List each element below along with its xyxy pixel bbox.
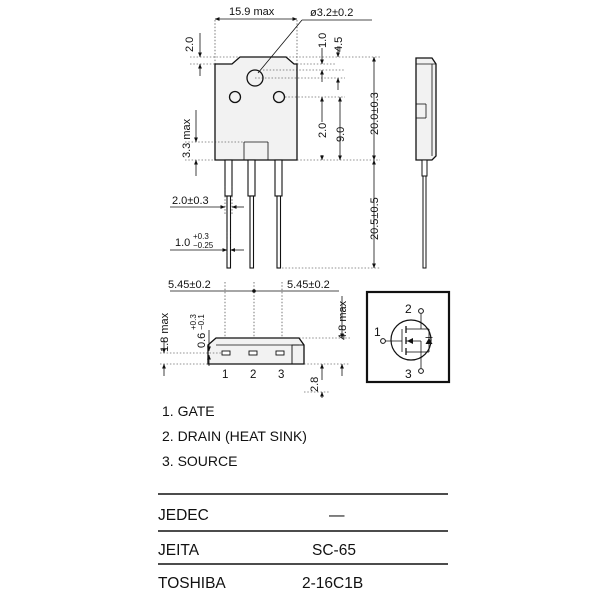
- dim-flange: 1.8 max: [159, 312, 171, 352]
- front-view: 15.9 max ø3.2±0.2 2.0 1.0 4.5 20.0±0.3: [170, 6, 381, 269]
- dim-body-width: 15.9 max: [229, 6, 275, 18]
- table-row-standard: TOSHIBA: [158, 575, 226, 592]
- dim-hole-offset-2: 4.5: [333, 37, 345, 52]
- dim-bottom-offset: 2.8: [309, 377, 321, 392]
- table-row-code: ―: [329, 507, 345, 524]
- dim-lead-thick: 0.6: [196, 333, 208, 348]
- table-row-standard: JEDEC: [158, 507, 209, 524]
- dim-left-step: 3.3 max: [181, 118, 193, 158]
- pin-number-3: 3: [278, 369, 284, 381]
- package-table: JEDEC ― JEITA SC-65 TOSHIBA 2-16C1B: [158, 493, 448, 592]
- pin-list-item-drain: 2. DRAIN (HEAT SINK): [162, 428, 307, 444]
- table-row-code: 2-16C1B: [302, 575, 363, 592]
- leads: [224, 159, 283, 269]
- package-body: [214, 56, 298, 161]
- dim-pitch-right: 5.45±0.2: [287, 279, 330, 291]
- dim-lead-shoulder: 2.0±0.3: [172, 195, 209, 207]
- dim-top-tab: 2.0: [184, 37, 196, 52]
- dim-lower-hole-2: 9.0: [335, 127, 347, 142]
- pin-list: 1. GATE 2. DRAIN (HEAT SINK) 3. SOURCE: [162, 403, 307, 469]
- pin-list-item-source: 3. SOURCE: [162, 453, 237, 469]
- dim-hole-diameter: ø3.2±0.2: [310, 7, 353, 19]
- dim-lower-hole-1: 2.0: [317, 123, 329, 138]
- dim-lead-thick-minus: −0.1: [197, 314, 206, 330]
- dim-body-height: 20.0±0.3: [369, 92, 381, 135]
- dim-lead-width-minus: −0.25: [193, 241, 214, 250]
- dim-hole-offset-1: 1.0: [317, 33, 329, 48]
- dim-body-thickness: 4.8 max: [337, 300, 349, 340]
- dim-lead-thick-plus: +0.3: [189, 314, 198, 330]
- dim-lead-width-plus: +0.3: [193, 232, 209, 241]
- symbol-pin-source: 3: [405, 367, 412, 381]
- pin-number-2: 2: [250, 369, 256, 381]
- dim-lead-length: 20.5±0.5: [369, 197, 381, 240]
- table-row-standard: JEITA: [158, 542, 200, 559]
- mosfet-symbol: 1 2 3: [365, 290, 451, 384]
- table-row-code: SC-65: [312, 542, 356, 559]
- symbol-pin-gate: 1: [374, 325, 381, 339]
- dim-lead-width: 1.0: [175, 237, 190, 249]
- side-view: [415, 57, 437, 269]
- dim-pitch-left: 5.45±0.2: [168, 279, 211, 291]
- pin-list-item-gate: 1. GATE: [162, 403, 215, 419]
- bottom-view: 5.45±0.2 5.45±0.2 1 2 3 1.8 max 0.6 +0.3…: [159, 279, 350, 398]
- pin-number-1: 1: [222, 369, 228, 381]
- symbol-pin-drain: 2: [405, 302, 412, 316]
- ejector-hole-left: [228, 90, 242, 104]
- ejector-hole-right: [272, 90, 286, 104]
